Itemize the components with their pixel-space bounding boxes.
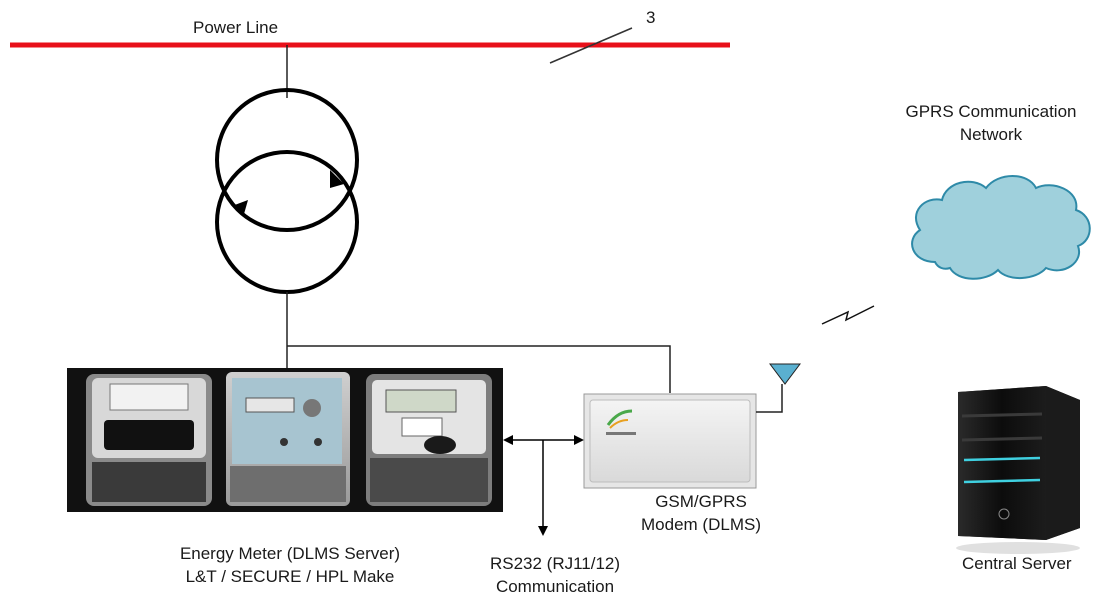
- modem-label-line2: Modem (DLMS): [641, 515, 761, 534]
- rs232-label-line2: Communication: [495, 577, 615, 596]
- rs232-label-line1: RS232 (RJ11/12): [489, 554, 621, 573]
- modem-label-line1: GSM/GPRS: [655, 492, 747, 511]
- arrow-head-icon: [330, 170, 344, 188]
- antenna-icon: [769, 363, 801, 385]
- antenna-wire: [756, 384, 783, 413]
- modem-feed-wire: [287, 345, 671, 393]
- arrow-down-icon: [538, 526, 548, 536]
- arrow-left-icon: [503, 435, 513, 445]
- power-line-label: Power Line: [193, 18, 279, 37]
- network-label-line1: GPRS Communication: [905, 102, 1077, 121]
- arrow-head-icon: [232, 200, 248, 214]
- phase-slash: [549, 27, 633, 64]
- server-tower-icon: [956, 386, 1080, 554]
- energy-meter-image: [67, 368, 503, 512]
- arrow-right-icon: [574, 435, 584, 445]
- network-label: GPRS Communication Network: [880, 100, 1102, 146]
- energy-meter-label-line2: L&T / SECURE / HPL Make: [185, 567, 395, 586]
- rs232-label: RS232 (RJ11/12) Communication: [470, 552, 640, 598]
- wireless-link-icon: [821, 305, 875, 325]
- cloud-icon: [911, 175, 1091, 280]
- transformer-symbol: [215, 88, 359, 294]
- modem-label: GSM/GPRS Modem (DLMS): [626, 490, 776, 536]
- energy-meter-label: Energy Meter (DLMS Server) L&T / SECURE …: [140, 542, 440, 588]
- energy-meter-label-line1: Energy Meter (DLMS Server): [179, 544, 401, 563]
- network-label-line2: Network: [959, 125, 1023, 144]
- phase-count-label: 3: [646, 8, 656, 27]
- modem-image: [583, 393, 757, 489]
- central-server-label: Central Server: [962, 554, 1072, 573]
